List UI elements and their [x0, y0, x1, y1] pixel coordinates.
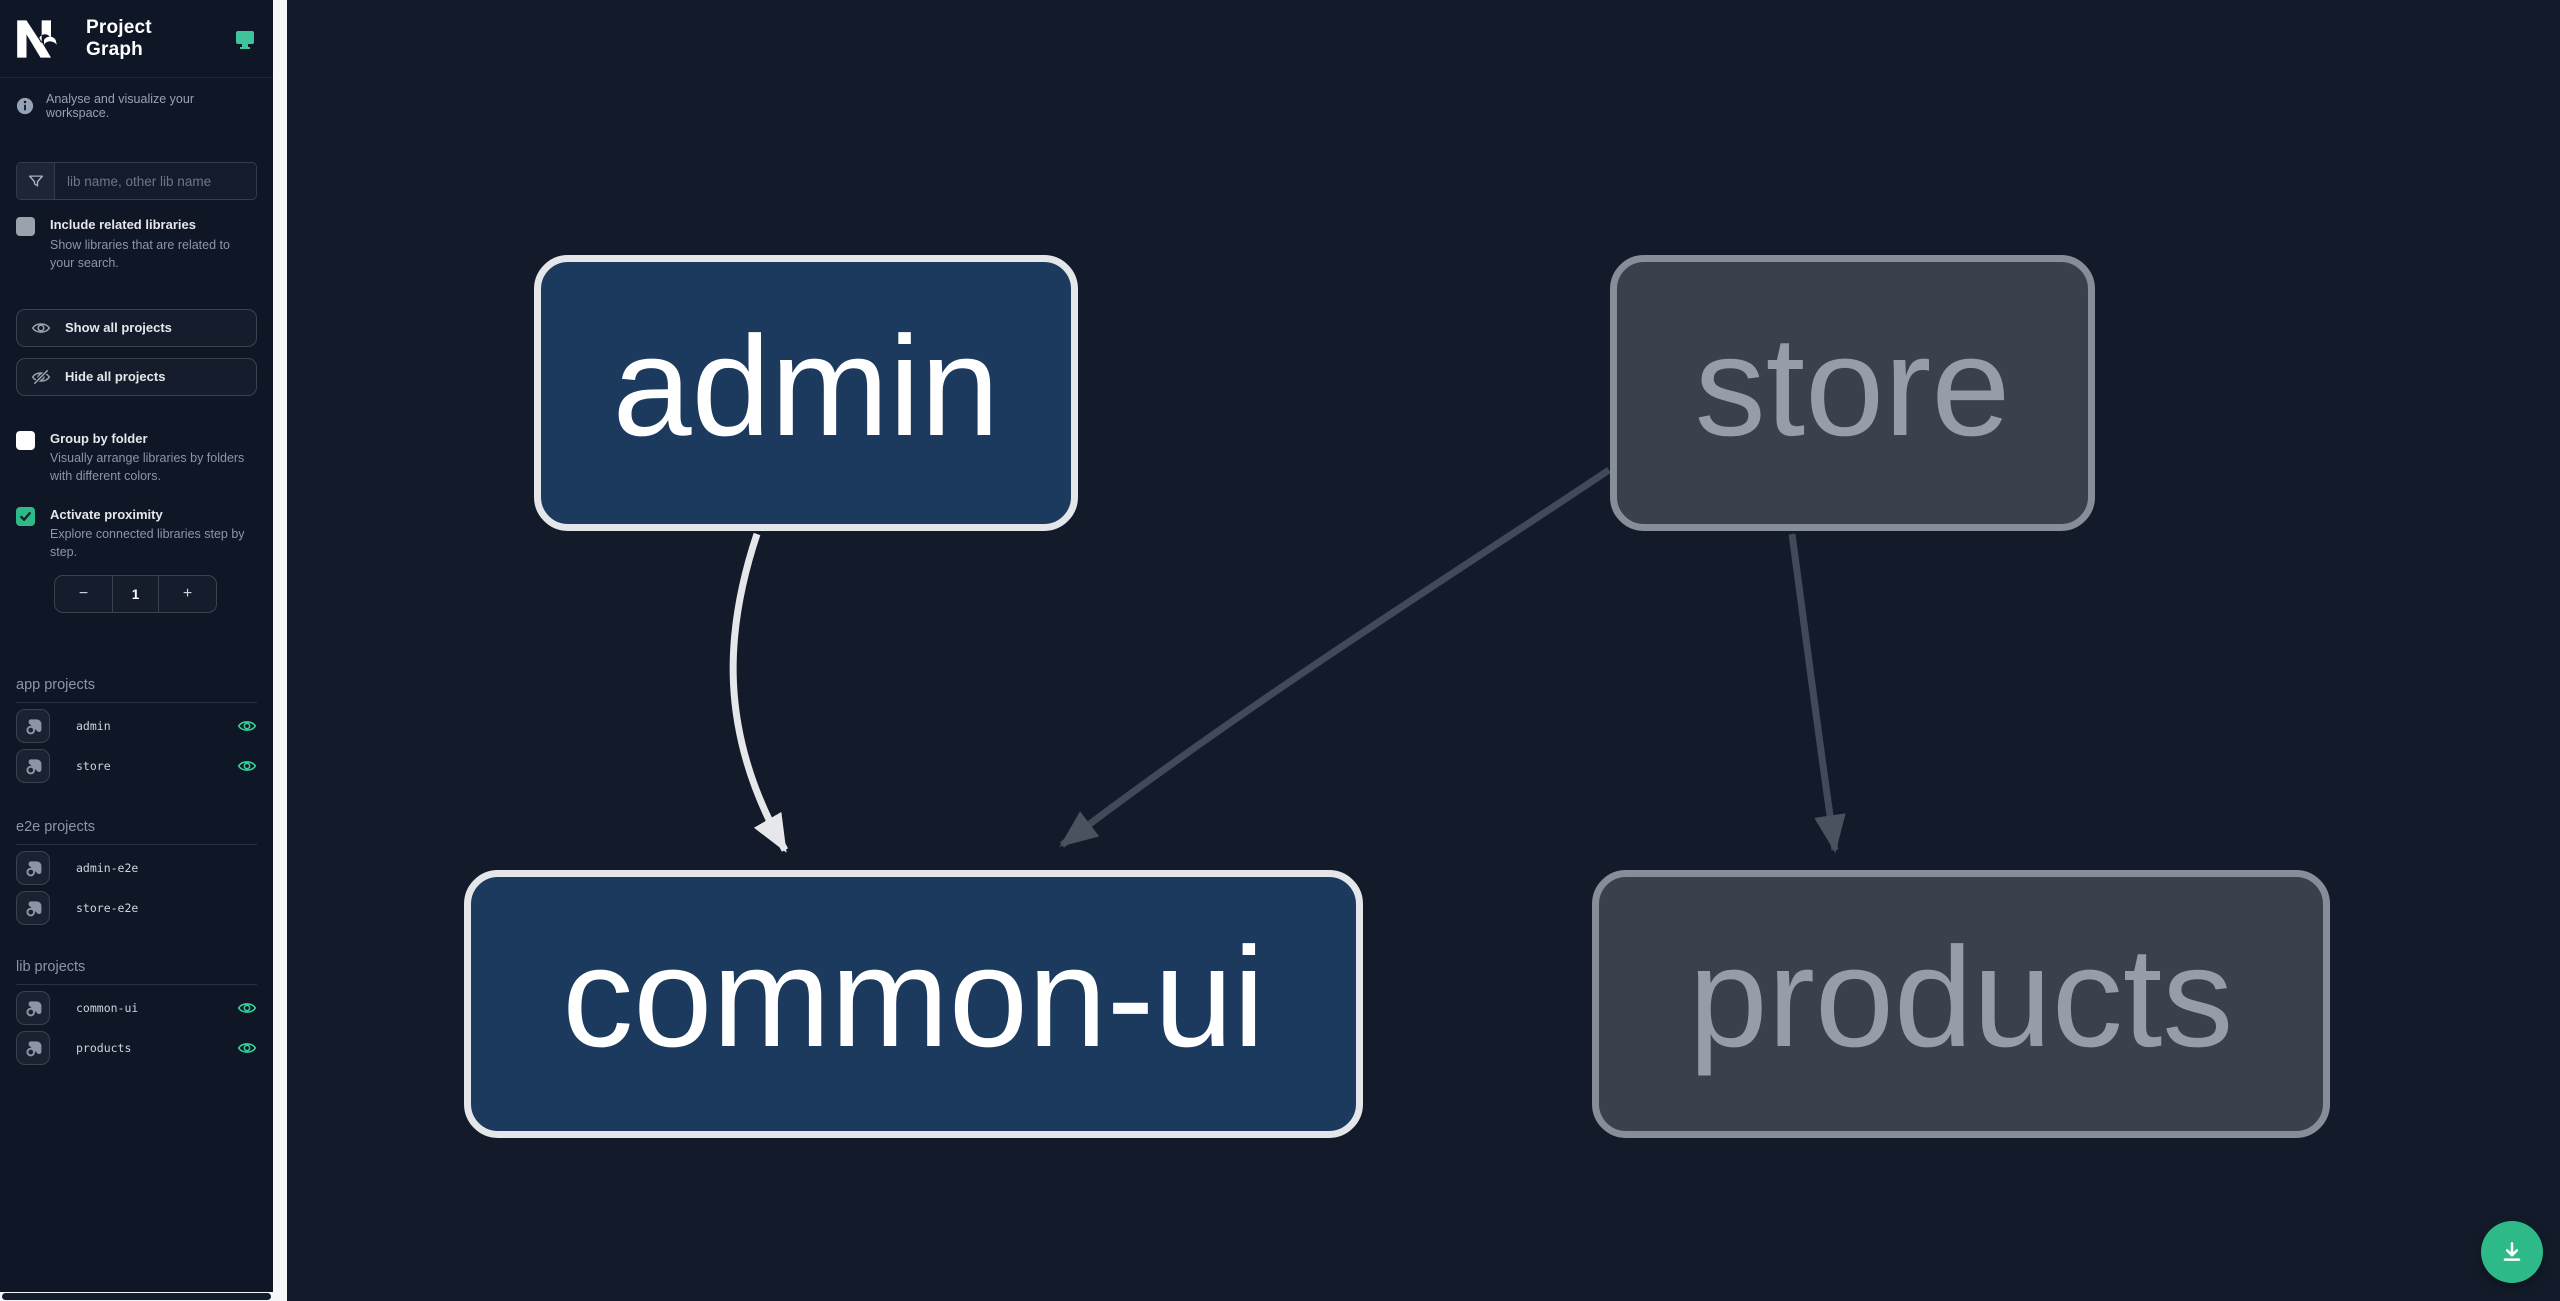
section-title-app-projects: app projects — [16, 677, 257, 704]
focus-admin-button[interactable] — [16, 709, 50, 744]
include-related-row: Include related libraries Show libraries… — [0, 216, 273, 272]
project-name: admin — [76, 719, 111, 734]
check-icon — [20, 511, 31, 521]
funnel-icon — [17, 163, 55, 199]
show-all-projects-button[interactable]: Show all projects — [16, 308, 257, 347]
workspace-info-row: Analyse and visualize your workspace. — [0, 78, 273, 120]
project-name: store — [76, 759, 111, 774]
hide-all-projects-label: Hide all projects — [65, 369, 166, 385]
include-related-checkbox[interactable] — [16, 217, 35, 236]
sidebar-header: Project Graph — [0, 0, 273, 78]
sidebar: Project Graph Analyse and visualize your… — [0, 0, 273, 1292]
download-icon — [2503, 1242, 2521, 1261]
activate-proximity-label: Activate proximity — [50, 506, 163, 522]
sidebar-vertical-scrollbar[interactable] — [273, 0, 287, 1301]
list-item-admin: admin — [16, 703, 257, 744]
search-input[interactable] — [55, 163, 256, 199]
page-title: Project Graph — [86, 16, 152, 60]
edge-store-to-products — [1788, 533, 1846, 854]
proximity-decrement-button[interactable]: − — [55, 576, 112, 612]
focus-store-e2e-button[interactable] — [16, 891, 50, 926]
visibility-eye-icon[interactable] — [237, 756, 257, 776]
nx-logo — [17, 19, 57, 58]
visibility-eye-icon[interactable] — [237, 1038, 257, 1058]
focus-icon — [25, 1001, 41, 1017]
section-title-lib-projects: lib projects — [16, 959, 257, 986]
project-name: products — [76, 1041, 132, 1056]
list-item-products: products — [16, 1025, 257, 1066]
visibility-eye-icon[interactable] — [237, 716, 257, 736]
graph-edges — [729, 467, 1846, 854]
edge-store-to-common-ui — [1059, 467, 1611, 848]
focus-admin-e2e-button[interactable] — [16, 851, 50, 886]
focus-icon — [25, 719, 41, 735]
focus-products-button[interactable] — [16, 1031, 50, 1066]
node-label: store — [1694, 307, 2011, 466]
node-label: products — [1688, 918, 2234, 1077]
group-by-folder-label: Group by folder — [50, 430, 148, 446]
node-label: common-ui — [562, 918, 1265, 1077]
graph-node-admin[interactable]: admin — [534, 255, 1078, 531]
include-related-description: Show libraries that are related to your … — [50, 237, 230, 270]
graph-node-store[interactable]: store — [1610, 255, 2095, 531]
group-by-folder-row: Group by folder Visually arrange librari… — [0, 430, 273, 486]
include-related-label: Include related libraries — [50, 217, 196, 232]
group-by-folder-checkbox[interactable] — [16, 430, 35, 450]
activate-proximity-checkbox[interactable] — [16, 506, 35, 526]
focus-icon — [25, 861, 41, 877]
focus-icon — [25, 759, 41, 775]
list-item-admin-e2e: admin-e2e — [16, 845, 257, 886]
group-by-folder-description: Visually arrange libraries by folders wi… — [50, 451, 245, 484]
proximity-increment-button[interactable]: + — [159, 576, 216, 612]
graph-canvas[interactable]: admin store common-ui products — [287, 0, 2560, 1301]
focus-store-button[interactable] — [16, 749, 50, 784]
section-title-e2e-projects: e2e projects — [16, 819, 257, 846]
focus-common-ui-button[interactable] — [16, 991, 50, 1026]
project-name: admin-e2e — [76, 861, 139, 876]
download-image-button[interactable] — [2481, 1221, 2543, 1283]
focus-icon — [25, 1041, 41, 1057]
proximity-value: 1 — [112, 576, 159, 613]
sidebar-horizontal-scrollbar[interactable] — [0, 1292, 273, 1301]
focus-icon — [25, 901, 41, 917]
list-item-store: store — [16, 743, 257, 784]
proximity-stepper: − 1 + — [54, 575, 217, 614]
eye-off-icon — [31, 368, 51, 385]
show-all-projects-label: Show all projects — [65, 320, 172, 336]
activate-proximity-row: Activate proximity Explore connected lib… — [0, 506, 273, 562]
activate-proximity-description: Explore connected libraries step by step… — [50, 527, 245, 560]
hide-all-projects-button[interactable]: Hide all projects — [16, 357, 257, 396]
filter-input-group — [16, 162, 257, 200]
visibility-eye-icon[interactable] — [237, 998, 257, 1018]
node-label: admin — [612, 307, 1000, 466]
workspace-info-text: Analyse and visualize your workspace. — [46, 92, 194, 120]
info-icon — [16, 97, 34, 115]
list-item-store-e2e: store-e2e — [16, 885, 257, 926]
eye-icon — [31, 322, 51, 333]
project-name: common-ui — [76, 1001, 139, 1016]
project-name: store-e2e — [76, 901, 139, 916]
edge-admin-to-common-ui — [729, 532, 789, 853]
monitor-icon[interactable] — [233, 27, 257, 51]
graph-node-common-ui[interactable]: common-ui — [464, 870, 1363, 1138]
scrollbar-thumb[interactable] — [2, 1293, 271, 1300]
graph-node-products[interactable]: products — [1592, 870, 2330, 1138]
list-item-common-ui: common-ui — [16, 985, 257, 1026]
